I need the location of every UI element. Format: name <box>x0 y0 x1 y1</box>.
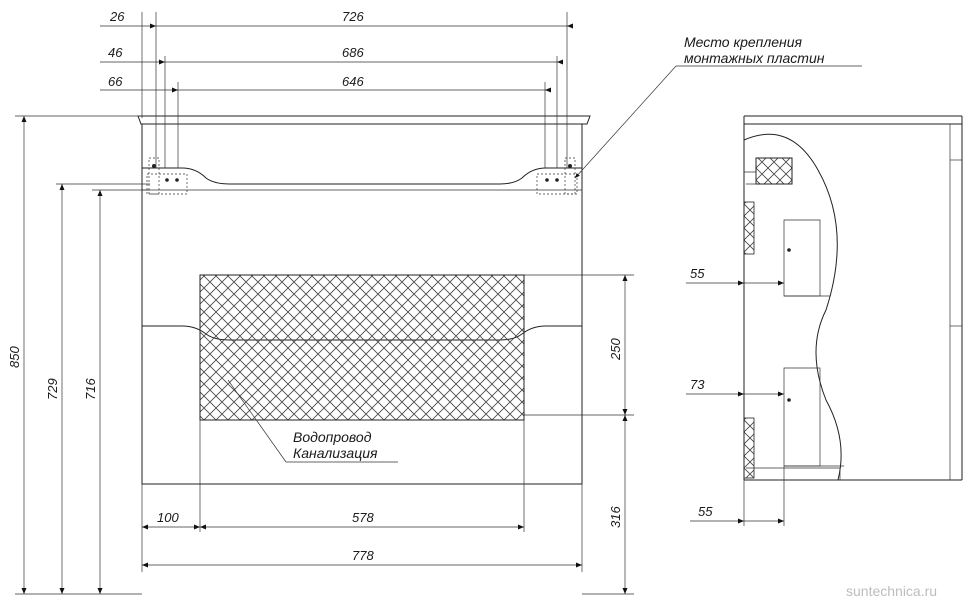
dim-zone-left: 100 <box>157 510 179 525</box>
dim-width-total: 778 <box>352 548 374 563</box>
zone-height-dimensions: 250 316 <box>524 274 634 595</box>
side-view: 55 73 55 <box>686 115 963 526</box>
dim-mid-left-offset: 46 <box>108 45 123 60</box>
upper-drawer-box <box>783 219 821 297</box>
dim-zone-bottom: 316 <box>608 506 623 528</box>
lower-drawer-box <box>783 367 821 467</box>
watermark: suntechnica.ru <box>846 583 937 599</box>
note-mount-line1: Место крепления <box>684 34 803 50</box>
dim-height-729: 729 <box>45 378 60 400</box>
note-pipes-line1: Водопровод <box>293 429 372 445</box>
height-dimensions: 850 729 716 <box>7 115 150 595</box>
dim-inner-overall: 646 <box>342 74 364 89</box>
dim-zone-width: 578 <box>352 510 374 525</box>
siphon-block <box>755 157 793 185</box>
top-dimensions: 26 726 46 686 66 646 <box>100 9 573 168</box>
dim-height-total: 850 <box>7 346 22 368</box>
mount-rail <box>142 167 582 185</box>
wall-bracket-upper <box>743 201 755 255</box>
front-view <box>137 115 591 485</box>
note-mount-line2: монтажных пластин <box>684 50 825 66</box>
service-zone <box>199 274 525 421</box>
cabinet-body <box>141 123 583 485</box>
note-pipes-line2: Канализация <box>293 445 378 461</box>
dim-side-73: 73 <box>690 377 705 392</box>
basin-profile <box>743 133 842 481</box>
dim-inner-left-offset: 66 <box>108 74 123 89</box>
countertop <box>137 115 591 125</box>
wall-bracket-lower <box>743 417 755 479</box>
dim-side-55-bottom: 55 <box>698 504 713 519</box>
dim-top-left-offset: 26 <box>109 9 125 24</box>
bottom-dimensions: 100 578 778 <box>141 420 583 572</box>
dim-zone-height: 250 <box>608 338 623 361</box>
dim-mid-overall: 686 <box>342 45 364 60</box>
dim-height-716: 716 <box>83 378 98 400</box>
dim-top-overall: 726 <box>342 9 364 24</box>
notes: Место крепления монтажных пластин Водопр… <box>227 34 862 463</box>
left-mount-bracket <box>146 157 188 195</box>
dim-side-55-top: 55 <box>690 266 705 281</box>
